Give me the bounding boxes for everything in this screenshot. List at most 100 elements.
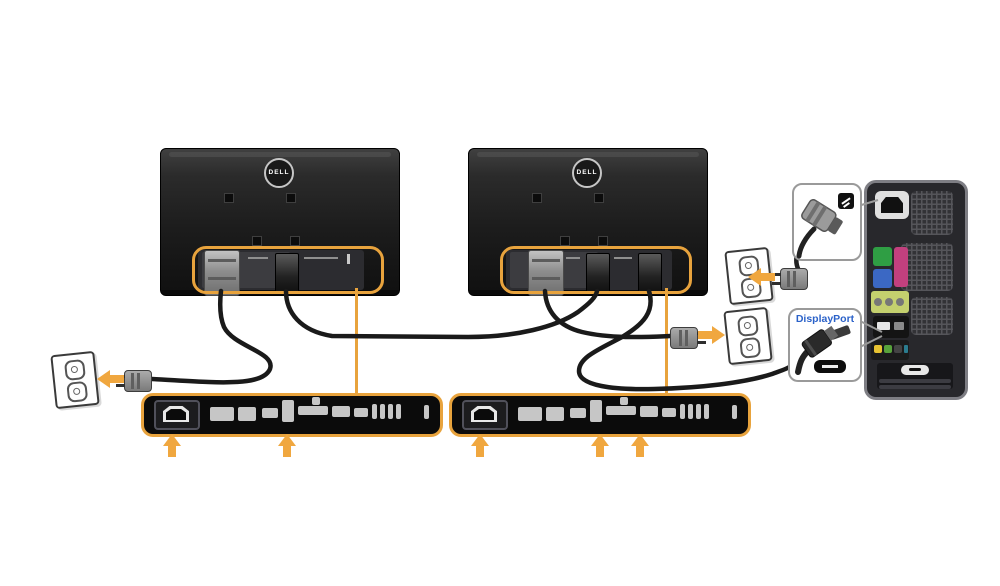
ps2-port-green xyxy=(873,247,892,266)
side-port xyxy=(732,405,737,419)
c14-inlet-icon xyxy=(881,197,903,213)
arrow-shaft xyxy=(698,331,712,339)
arrow-shaft xyxy=(110,375,124,383)
arrow-tip xyxy=(712,326,725,344)
dell-logo-badge: DELL xyxy=(264,158,294,188)
hdmi-port xyxy=(546,407,564,421)
arrow-shaft xyxy=(636,446,644,457)
io-detail xyxy=(304,257,338,259)
socket xyxy=(739,336,762,359)
io-detail xyxy=(614,257,632,259)
power-cable-callout xyxy=(792,183,862,261)
vesa-hole xyxy=(598,236,608,246)
plug-prong xyxy=(697,341,706,344)
usb-port xyxy=(696,404,701,419)
slot-bar xyxy=(879,385,951,389)
arrow-tip xyxy=(278,434,296,446)
plug-ridge xyxy=(793,271,796,287)
usb-port xyxy=(372,404,377,419)
c14-inner xyxy=(474,409,494,420)
socket xyxy=(736,314,759,337)
audio-jack-panel xyxy=(871,291,909,313)
plug-ridge xyxy=(685,330,688,346)
usb-port xyxy=(704,404,709,419)
arrow-shaft xyxy=(168,446,176,457)
connector-ridge xyxy=(208,277,236,280)
audio-jack-green xyxy=(884,345,892,353)
usb-upstream-port xyxy=(354,408,368,417)
usb-port xyxy=(680,404,685,419)
tower-power-inlet xyxy=(875,191,909,219)
audio-line-out-port xyxy=(332,406,350,417)
connector-ridge xyxy=(208,259,236,262)
displayport-out-cable-connector-head xyxy=(586,253,610,293)
c13-plug-body xyxy=(801,199,843,235)
monitor-top-sheen xyxy=(477,152,699,157)
panel-power-inlet xyxy=(154,400,200,430)
displayport-out-port xyxy=(298,406,328,415)
video-port-block xyxy=(873,316,909,338)
panel-power-inlet xyxy=(462,400,508,430)
arrow-shaft xyxy=(476,446,484,457)
io-detail xyxy=(566,257,580,259)
displayport-plug-graphic xyxy=(795,325,851,375)
plug-ridge xyxy=(137,373,140,389)
arrow-tip xyxy=(471,434,489,446)
highlight-leader-line-left xyxy=(355,288,358,396)
ps2-port-blue xyxy=(873,269,892,288)
plug-ridge xyxy=(131,373,134,389)
port-nub xyxy=(312,397,320,405)
vesa-hole xyxy=(560,236,570,246)
dp-port-slot xyxy=(822,365,838,368)
plug-prong xyxy=(772,282,781,285)
left-monitor-power-cable xyxy=(149,288,273,385)
audio-jack-black xyxy=(894,345,902,353)
audio-jack-yellow xyxy=(874,345,882,353)
vesa-hole xyxy=(224,193,234,203)
dp-plug-body xyxy=(801,325,839,358)
displayport-cable-connector-head xyxy=(275,253,299,293)
connector-ridge xyxy=(532,277,560,280)
displayport-in-port xyxy=(282,400,294,422)
slot-bracket xyxy=(901,365,929,375)
slot-bracket-dash xyxy=(909,368,921,371)
monitor-io-panel-detail-right xyxy=(449,393,751,437)
arrow-shaft xyxy=(761,273,775,281)
io-highlight-box-right-monitor xyxy=(500,246,692,294)
hdmi-port xyxy=(518,407,542,421)
arrow-tip xyxy=(591,434,609,446)
power-inlet-icon xyxy=(838,193,854,209)
power-plug xyxy=(772,268,808,290)
mini-dp-port xyxy=(570,408,586,418)
arrow-tip xyxy=(748,268,761,286)
plug-prong xyxy=(116,384,125,387)
io-highlight-box-left-monitor xyxy=(192,246,384,294)
usb-socket-icon xyxy=(894,322,904,330)
plug-ridge xyxy=(787,271,790,287)
audio-jack xyxy=(896,298,904,306)
vesa-hole xyxy=(532,193,542,203)
displayport-in-port xyxy=(590,400,602,422)
socket xyxy=(63,358,86,381)
usb-port xyxy=(388,404,393,419)
plug-cable-stub xyxy=(796,226,817,259)
monitor-top-sheen xyxy=(169,152,391,157)
monitor-to-monitor-displayport-cable xyxy=(283,288,600,340)
computer-tower-rear xyxy=(864,180,968,400)
io-detail xyxy=(248,257,268,259)
displayport-label: DisplayPort xyxy=(795,313,855,325)
power-plug xyxy=(116,370,152,392)
usb-port xyxy=(688,404,693,419)
arrow-tip xyxy=(163,434,181,446)
arrow-tip xyxy=(631,434,649,446)
serial-port-magenta xyxy=(894,247,908,287)
wall-outlet-middle-bottom xyxy=(723,306,773,366)
arrow-tip xyxy=(97,370,110,388)
arrow-shaft xyxy=(596,446,604,457)
right-monitor-power-cable xyxy=(542,288,673,340)
hdmi-port xyxy=(210,407,234,421)
displayport-out-port xyxy=(606,406,636,415)
usb-upstream-port xyxy=(662,408,676,417)
power-cable-connector-head xyxy=(204,250,240,296)
